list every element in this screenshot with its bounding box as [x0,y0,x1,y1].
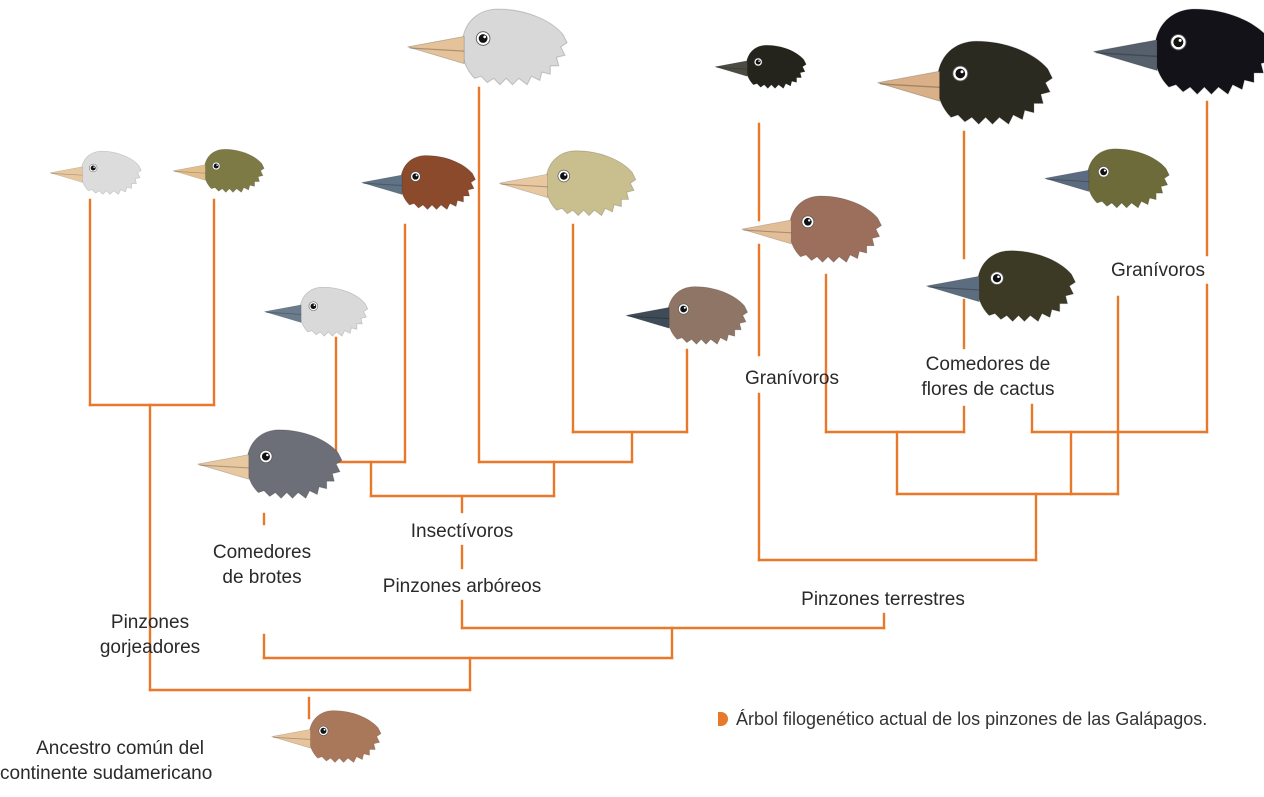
caption-bullet-icon [718,712,728,726]
bird-head-shape [400,155,476,211]
tree-finch-brown-icon [361,155,476,211]
bird-beak-shape [361,174,403,195]
bird-head-shape [936,40,1054,125]
bud-eaters-label: Comedores de brotes [213,540,311,590]
bird-beak-shape [877,70,941,102]
insectivores-label: Insectívoros [410,521,514,542]
warbler-finches-label-line2: gorjeadores [99,637,201,658]
bird-head-shape [1154,8,1264,96]
tree-branches [88,86,1209,720]
cactus-label-line1: Comedores de [925,354,1051,375]
ancestor-label-line2: continente sudamericano [0,763,213,784]
bird-head-shape [667,286,749,345]
warbler-finches-label: Pinzones gorjeadores [100,610,200,660]
bird-head-shape [308,710,382,764]
bud-eaters-label-line2: de brotes [222,567,302,588]
tree-finch-mottled-icon [625,286,749,345]
bird-beak-shape [172,164,206,181]
tree-finches-label: Pinzones arbóreos [382,576,542,597]
bird-beak-shape [1044,169,1090,192]
ground-finches-label: Pinzones terrestres [801,589,965,610]
bird-head-shape [1086,148,1170,209]
bird-head-shape [299,286,369,337]
bird-beak-shape [271,729,311,749]
small-ground-finch-icon [1044,148,1170,209]
bird-beak-shape [197,454,250,480]
bird-beak-shape [926,275,980,303]
ancestor-label: Ancestro común del continente sudamerica… [0,736,213,786]
caption-text: Árbol filogenético actual de los pinzone… [736,709,1208,729]
bird-beak-shape [714,60,748,77]
bird-head-shape [745,44,807,89]
bird-head-shape [545,150,637,217]
ancestor-label-line1: Ancestro común del [36,738,204,759]
bird-beak-shape [407,35,465,65]
bird-head-shape [788,195,883,263]
bird-beak-shape [264,304,302,323]
bird-head-shape [976,250,1076,323]
tree-finch-gray-icon [264,286,369,337]
bird-heads [49,8,1264,764]
cactus-label-line2: flores de cactus [921,379,1055,400]
granivores-right-label: Granívoros [1111,260,1205,281]
bird-beak-shape [1093,39,1158,72]
bird-beak-shape [625,307,670,329]
warbler-finches-label-line1: Pinzones [110,612,190,633]
warbler-finch-gray-icon [49,150,142,195]
large-ground-finch-icon [1093,8,1264,96]
medium-ground-finch-icon [741,195,883,263]
bird-head-shape [203,148,265,193]
warbler-finch-olive-icon [172,148,265,193]
granivores-left-label: Granívoros [745,368,839,389]
bird-beak-shape [498,173,548,199]
bird-beak-shape [741,219,792,245]
bud-eaters-label-line1: Comedores [212,542,312,563]
large-cactus-finch-icon [877,40,1054,125]
woodpecker-finch-icon [407,8,568,86]
vegetarian-finch-icon [197,429,343,500]
mangrove-finch-icon [498,150,637,217]
cactus-flower-eaters-label: Comedores de flores de cactus [921,352,1054,402]
bird-head-shape [461,8,568,86]
bird-head-shape [246,429,343,500]
ancestor-finch-icon [271,710,382,764]
bird-head-shape [80,150,142,195]
sharp-beaked-ground-finch-icon [714,44,807,89]
cactus-finch-icon [926,250,1076,323]
figure-caption: Árbol filogenético actual de los pinzone… [718,709,1207,730]
bird-beak-shape [49,166,83,183]
